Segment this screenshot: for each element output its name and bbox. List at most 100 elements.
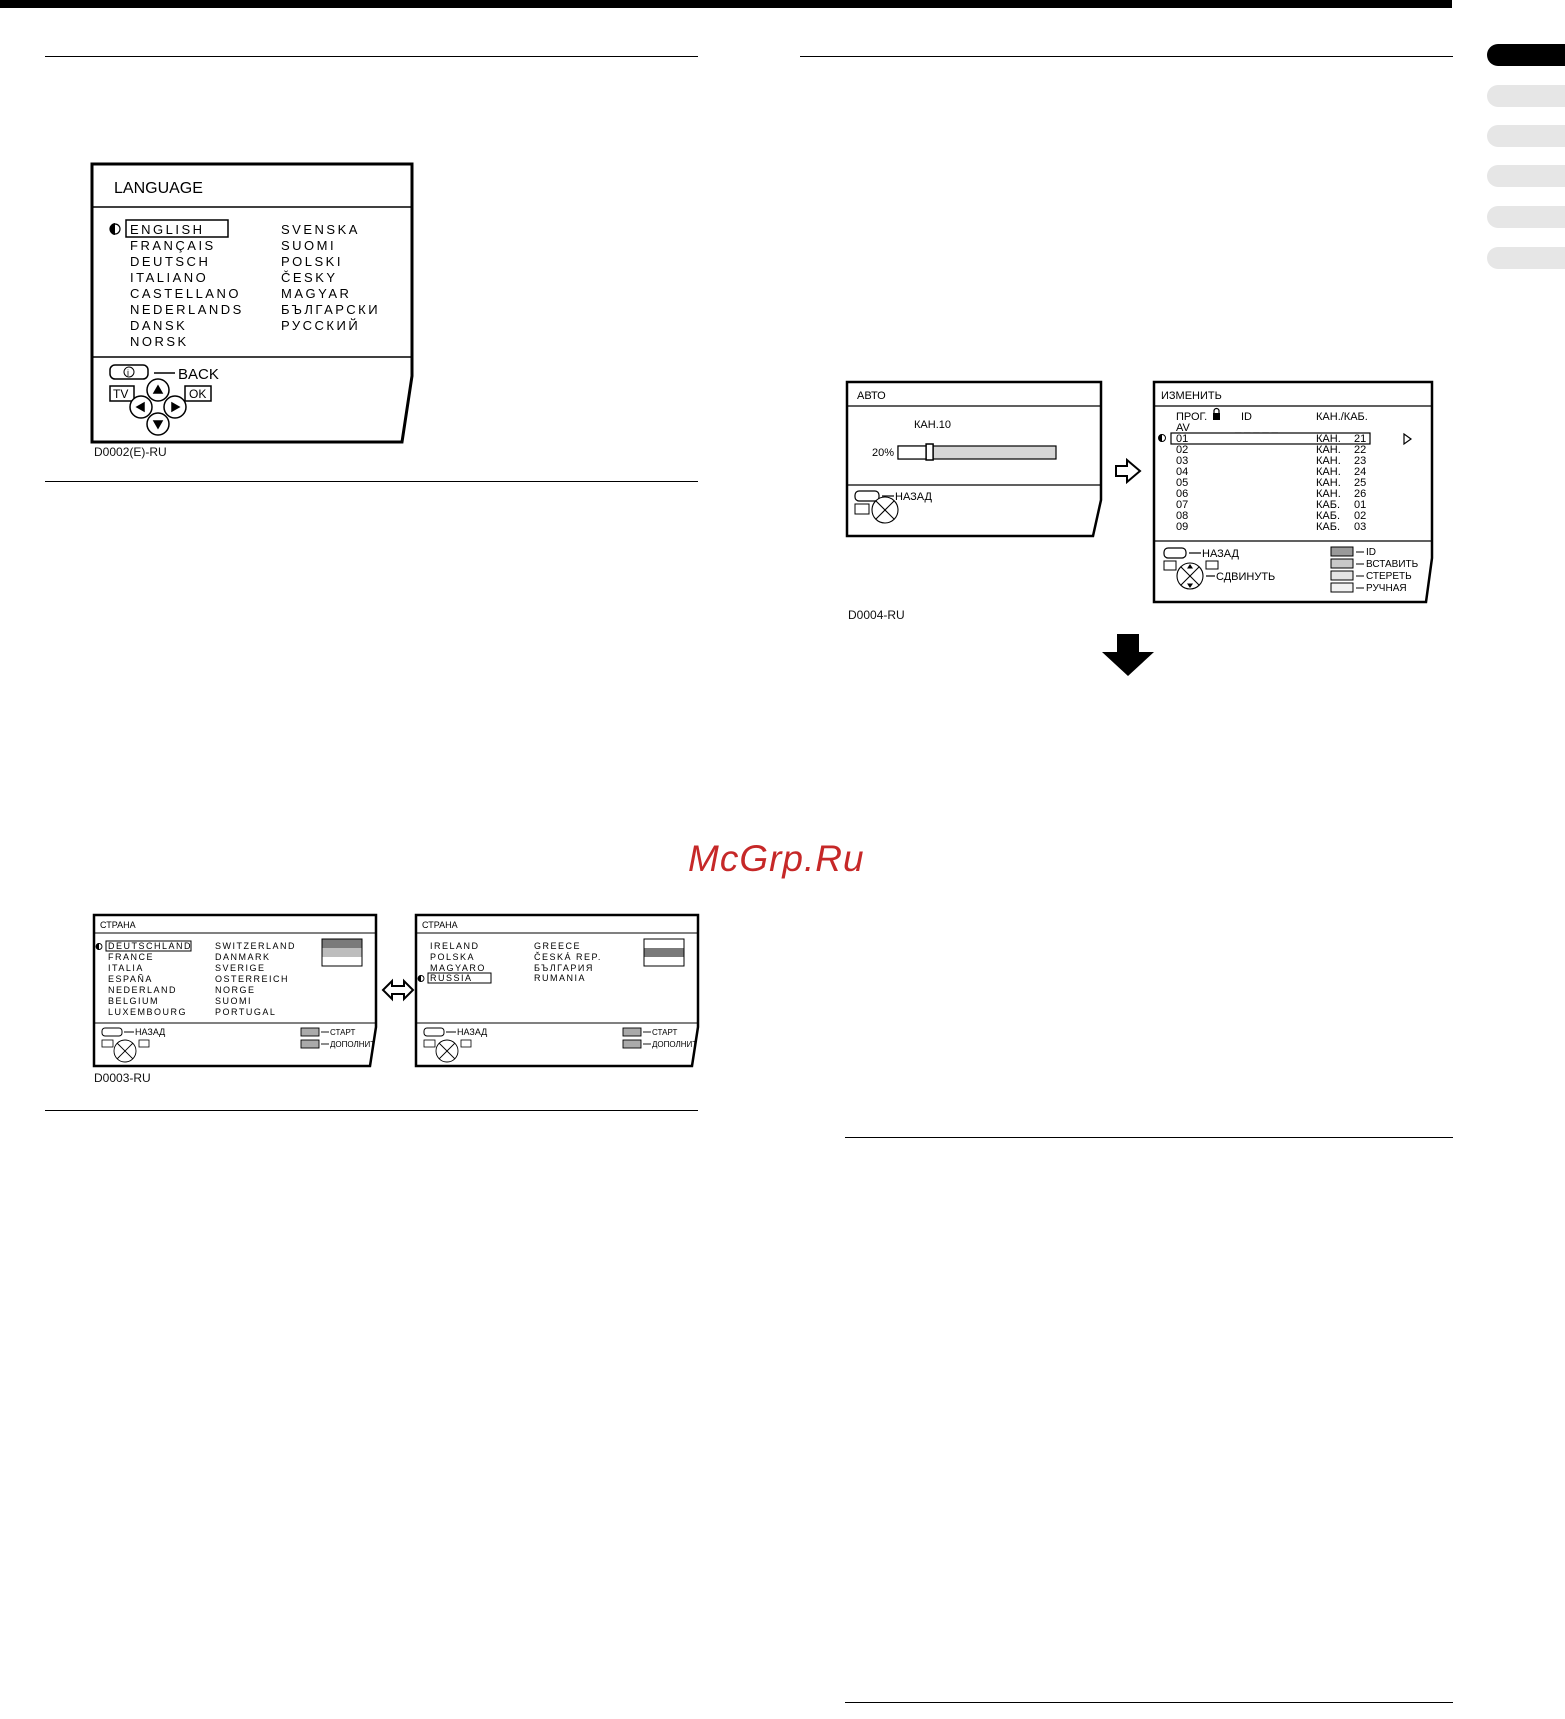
color-button-blue[interactable] bbox=[1330, 582, 1354, 593]
country-option[interactable]: SUOMI bbox=[215, 996, 252, 1006]
dpad-icon bbox=[113, 1039, 137, 1063]
rule-right-lower bbox=[845, 1137, 1453, 1138]
language-option[interactable]: ENGLISH bbox=[130, 222, 205, 237]
language-option[interactable]: ITALIANO bbox=[130, 270, 208, 285]
channel-type: КАБ. bbox=[1316, 499, 1340, 511]
lock-icon bbox=[1213, 407, 1220, 420]
channel-number: 02 bbox=[1354, 510, 1366, 522]
country-option[interactable]: MAGYARO bbox=[430, 963, 486, 973]
language-option[interactable]: SVENSKA bbox=[281, 222, 360, 237]
country-option[interactable]: BELGIUM bbox=[108, 996, 159, 1006]
color-button-extra[interactable] bbox=[622, 1039, 642, 1049]
channel-row[interactable]: 05 bbox=[1176, 477, 1188, 489]
channel-row[interactable]: 03 bbox=[1176, 455, 1188, 467]
country-option[interactable]: OSTERREICH bbox=[215, 974, 289, 984]
language-option[interactable]: ČESKY bbox=[281, 270, 338, 285]
language-option[interactable]: БЪЛГАРСКИ bbox=[281, 302, 380, 317]
country-option[interactable]: LUXEMBOURG bbox=[108, 1007, 187, 1017]
country-option[interactable]: SVERIGE bbox=[215, 963, 266, 973]
top-bar bbox=[0, 0, 1452, 8]
country-option[interactable]: POLSKA bbox=[430, 952, 475, 962]
country-option[interactable]: PORTUGAL bbox=[215, 1007, 276, 1017]
section-tab-active[interactable] bbox=[1487, 44, 1565, 66]
country-option[interactable]: GREECE bbox=[534, 941, 581, 951]
country-option[interactable]: БЪЛГАРИЯ bbox=[534, 963, 594, 973]
channel-row[interactable]: 01 bbox=[1176, 433, 1188, 445]
dpad-icon bbox=[129, 378, 187, 436]
section-tab[interactable] bbox=[1487, 125, 1565, 147]
section-tab[interactable] bbox=[1487, 165, 1565, 187]
tv-button-icon bbox=[1163, 560, 1177, 571]
selection-box bbox=[427, 972, 492, 984]
language-option[interactable]: POLSKI bbox=[281, 254, 343, 269]
language-option[interactable]: РУССКИЙ bbox=[281, 318, 360, 333]
country-option[interactable]: RUMANIA bbox=[534, 973, 586, 983]
rule-right-bottom bbox=[845, 1702, 1453, 1703]
language-option[interactable]: CASTELLANO bbox=[130, 286, 241, 301]
language-option[interactable]: DANSK bbox=[130, 318, 187, 333]
channel-row[interactable]: 02 bbox=[1176, 444, 1188, 456]
color-button-red[interactable] bbox=[1330, 546, 1354, 557]
language-option[interactable]: DEUTSCH bbox=[130, 254, 210, 269]
rule-top-right bbox=[800, 56, 1453, 57]
button-label: СТЕРЕТЬ bbox=[1366, 571, 1412, 582]
language-option[interactable]: FRANÇAIS bbox=[130, 238, 216, 253]
country-option[interactable]: DEUTSCHLAND bbox=[108, 941, 192, 951]
button-label: РУЧНАЯ bbox=[1366, 583, 1407, 594]
channel-row[interactable]: 07 bbox=[1176, 499, 1188, 511]
country-option[interactable]: SWITZERLAND bbox=[215, 941, 296, 951]
color-button-start[interactable] bbox=[300, 1027, 320, 1037]
dpad-icon bbox=[871, 496, 899, 524]
country-option[interactable]: ESPAÑA bbox=[108, 974, 153, 984]
section-tab[interactable] bbox=[1487, 85, 1565, 107]
back-label: НАЗАД bbox=[895, 491, 933, 503]
channel-row[interactable]: 04 bbox=[1176, 466, 1188, 478]
country-option[interactable]: DANMARK bbox=[215, 952, 271, 962]
move-label: СДВИНУТЬ bbox=[1216, 571, 1275, 583]
back-label: BACK bbox=[178, 366, 219, 383]
country-option[interactable]: ITALIA bbox=[108, 963, 144, 973]
country-option[interactable]: NEDERLAND bbox=[108, 985, 177, 995]
country-option[interactable]: NORGE bbox=[215, 985, 256, 995]
section-tab[interactable] bbox=[1487, 247, 1565, 269]
back-label: НАЗАД bbox=[1202, 548, 1240, 560]
channel-row[interactable]: 09 bbox=[1176, 521, 1188, 533]
auto-screen: АВТО КАН.10 20% НАЗАД bbox=[845, 380, 1103, 538]
color-button-start[interactable] bbox=[622, 1027, 642, 1037]
auto-channel: КАН.10 bbox=[914, 419, 951, 431]
start-label: СТАРТ bbox=[652, 1028, 677, 1037]
column-id: ID bbox=[1241, 411, 1252, 423]
language-option[interactable]: NORSK bbox=[130, 334, 189, 349]
rule-top-left bbox=[45, 56, 698, 57]
color-button-extra[interactable] bbox=[300, 1039, 320, 1049]
channel-row[interactable]: 06 bbox=[1176, 488, 1188, 500]
dpad-icon bbox=[435, 1039, 459, 1063]
channel-type: КАН. bbox=[1316, 488, 1341, 500]
language-option[interactable]: NEDERLANDS bbox=[130, 302, 244, 317]
language-option[interactable]: MAGYAR bbox=[281, 286, 351, 301]
edit-screen: ИЗМЕНИТЬ ПРОГ. ID КАН./КАБ. AV _ _ _ _ _… bbox=[1152, 380, 1434, 604]
info-button-icon bbox=[854, 490, 880, 502]
svg-text:OK: OK bbox=[189, 387, 206, 401]
ok-button-icon bbox=[184, 385, 212, 402]
auto-title: АВТО bbox=[857, 390, 886, 402]
country-screen-1: СТРАНА DEUTSCHLAND FRANCE ITALIA ESPAÑA … bbox=[92, 913, 378, 1068]
country-option[interactable]: ČESKÁ REP. bbox=[534, 952, 602, 962]
channel-number: 22 bbox=[1354, 444, 1366, 456]
country-option[interactable]: RUSSIA bbox=[430, 973, 473, 983]
svg-text:TV: TV bbox=[113, 387, 128, 401]
color-button-yellow[interactable] bbox=[1330, 570, 1354, 581]
id-placeholder: _ _ _ _ _ bbox=[1234, 422, 1279, 434]
channel-type: КАН. bbox=[1316, 433, 1341, 445]
section-tab[interactable] bbox=[1487, 206, 1565, 228]
channel-row[interactable]: 08 bbox=[1176, 510, 1188, 522]
channel-type: КАБ. bbox=[1316, 521, 1340, 533]
down-arrow-icon bbox=[1102, 634, 1154, 676]
country-option[interactable]: FRANCE bbox=[108, 952, 154, 962]
selection-box bbox=[125, 219, 229, 238]
country-option[interactable]: IRELAND bbox=[430, 941, 480, 951]
back-label: НАЗАД bbox=[457, 1027, 487, 1037]
color-button-green[interactable] bbox=[1330, 558, 1354, 569]
ok-button-icon bbox=[460, 1039, 472, 1048]
language-option[interactable]: SUOMI bbox=[281, 238, 336, 253]
